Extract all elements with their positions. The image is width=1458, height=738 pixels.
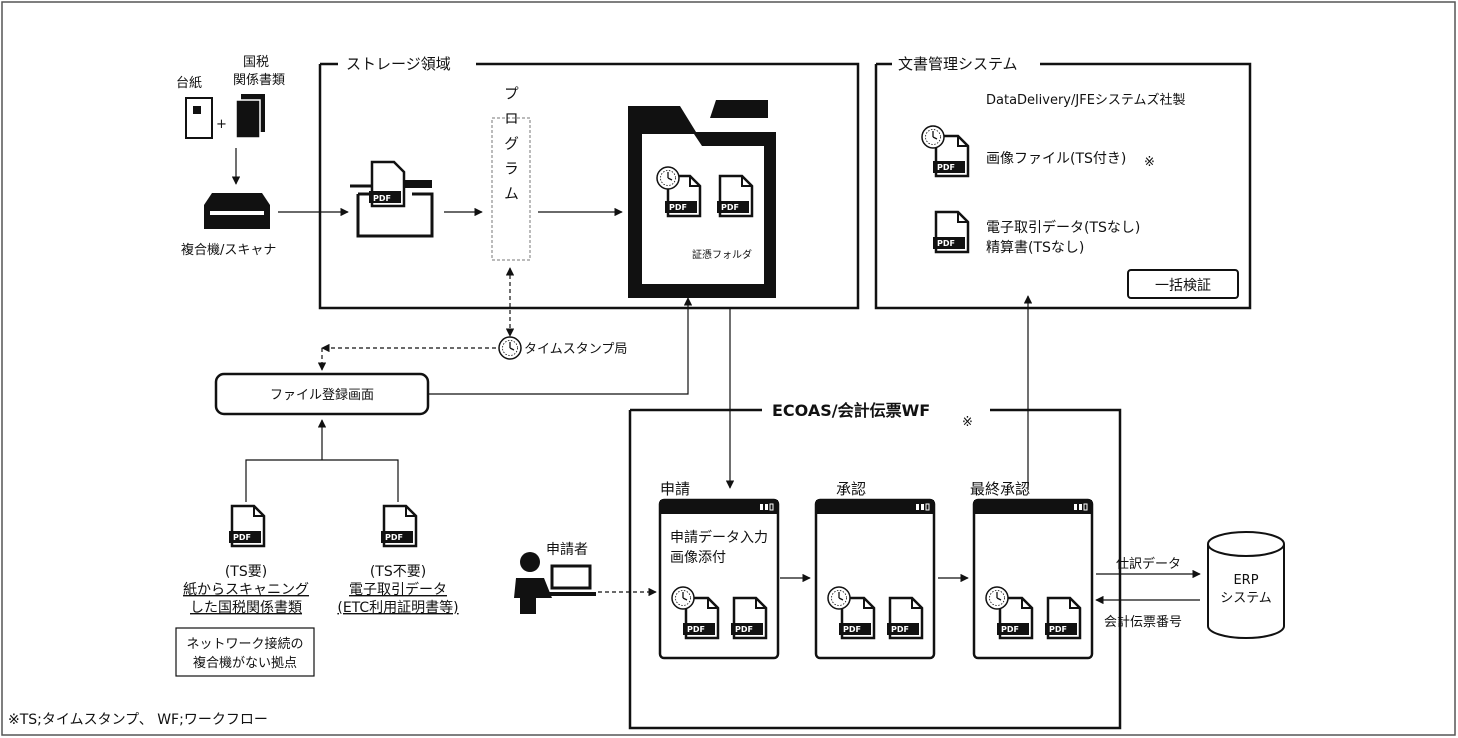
pdf-tag: PDF — [1001, 625, 1019, 634]
inbox-folder-icon: PDF — [350, 160, 434, 238]
ts-required-line2: 紙からスキャニング — [183, 582, 309, 598]
clock-icon — [985, 586, 1009, 610]
ecoas-title: ECOAS/会計伝票WF — [772, 401, 930, 420]
ecoas-box — [628, 408, 1122, 730]
approve-label: 承認 — [836, 480, 866, 498]
applicant-label: 申請者 — [546, 542, 588, 558]
pdf-tag: PDF — [891, 625, 909, 634]
file-registration-label: ファイル登録画面 — [270, 388, 374, 403]
daishi-sheet-icon — [185, 97, 213, 139]
ts-required-line3: した国税関係書類 — [190, 600, 302, 616]
scanner-icon — [204, 193, 270, 229]
pdf-tag: PDF — [373, 194, 391, 203]
clock-icon — [656, 166, 680, 190]
pdf-tag: PDF — [687, 625, 705, 634]
apply-label: 申請 — [660, 480, 690, 498]
applicant-person-icon — [514, 552, 596, 614]
plus-sign: + — [216, 117, 227, 132]
pdf-tag: PDF — [937, 239, 955, 248]
tax-docs-label-2: 関係書類 — [233, 73, 285, 88]
journal-data-label: 仕訳データ — [1116, 556, 1181, 572]
pdf-icon-ts-required: PDF — [227, 504, 266, 548]
ts-not-required-line3: (ETC利用証明書等) — [337, 599, 458, 616]
dms-edata: 電子取引データ(TSなし) — [986, 219, 1140, 236]
pdf-icon-ts-not-required: PDF — [379, 504, 418, 548]
bulk-verify-button[interactable] — [1127, 269, 1239, 299]
pdf-icon-with-timestamp: PDF — [995, 596, 1034, 640]
no-network-note-line1: ネットワーク接続の — [186, 636, 303, 652]
pdf-icon: PDF — [931, 210, 970, 254]
pdf-tag: PDF — [233, 533, 251, 542]
pdf-tag: PDF — [735, 625, 753, 634]
no-network-note-box — [175, 627, 315, 677]
timestamp-clock-icon — [498, 336, 522, 360]
apply-screen-line2: 画像添付 — [670, 550, 726, 566]
pdf-icon: PDF — [1043, 596, 1082, 640]
pdf-icon-with-timestamp: PDF — [837, 596, 876, 640]
timestamp-authority-label: タイムスタンプ局 — [524, 342, 627, 357]
tax-docs-label-1: 国税 — [243, 55, 269, 70]
storage-area-title: ストレージ領域 — [346, 55, 451, 73]
program-label: プログラム — [502, 86, 520, 211]
clock-icon — [671, 586, 695, 610]
evidence-folder-icon — [628, 100, 776, 298]
arrow-registration-to-folder — [428, 297, 693, 395]
dms-box — [874, 62, 1252, 310]
pdf-tag: PDF — [843, 625, 861, 634]
program-box — [491, 117, 531, 261]
dms-vendor: DataDelivery/JFEシステムズ社製 — [986, 92, 1186, 108]
pdf-icon: PDF — [729, 596, 768, 640]
dms-image-file-mark: ※ — [1144, 155, 1155, 170]
pdf-icon-with-timestamp: PDF — [681, 596, 720, 640]
pdf-tag: PDF — [669, 203, 687, 212]
erp-line1: ERP — [1233, 573, 1258, 588]
daishi-label: 台紙 — [176, 76, 202, 91]
erp-line2: システム — [1220, 591, 1272, 606]
erp-database-icon — [1207, 531, 1285, 639]
apply-screen-line1: 申請データ入力 — [670, 529, 768, 546]
tax-docs-stack-icon — [235, 94, 265, 139]
pdf-icon-with-timestamp: PDF — [931, 134, 970, 178]
dms-settlement: 精算書(TSなし) — [986, 240, 1084, 256]
footnote: ※TS;タイムスタンプ、 WF;ワークフロー — [8, 712, 268, 728]
clock-icon — [827, 586, 851, 610]
pdf-tag: PDF — [385, 533, 403, 542]
ts-not-required-line1: (TS不要) — [370, 564, 426, 580]
dms-image-file: 画像ファイル(TS付き) — [986, 151, 1126, 167]
no-network-note-line2: 複合機がない拠点 — [193, 655, 297, 671]
arrow-docs-to-registration — [245, 420, 399, 502]
evidence-folder-label: 証憑フォルダ — [692, 248, 752, 261]
pdf-icon-with-timestamp: PDF — [663, 174, 702, 218]
ecoas-title-mark: ※ — [962, 415, 973, 430]
mfp-label: 複合機/スキャナ — [181, 242, 276, 258]
clock-icon — [921, 125, 945, 149]
pdf-icon: PDF — [715, 174, 754, 218]
storage-area-box — [318, 62, 860, 310]
pdf-tag: PDF — [1049, 625, 1067, 634]
final-approve-label: 最終承認 — [970, 480, 1030, 498]
pdf-tag: PDF — [721, 203, 739, 212]
ts-required-line1: (TS要) — [225, 564, 267, 580]
voucher-number-label: 会計伝票番号 — [1104, 614, 1182, 630]
pdf-icon: PDF — [885, 596, 924, 640]
bulk-verify-label: 一括検証 — [1155, 278, 1211, 294]
dms-title: 文書管理システム — [898, 55, 1018, 73]
ts-not-required-line2: 電子取引データ — [349, 581, 447, 598]
pdf-tag: PDF — [937, 163, 955, 172]
